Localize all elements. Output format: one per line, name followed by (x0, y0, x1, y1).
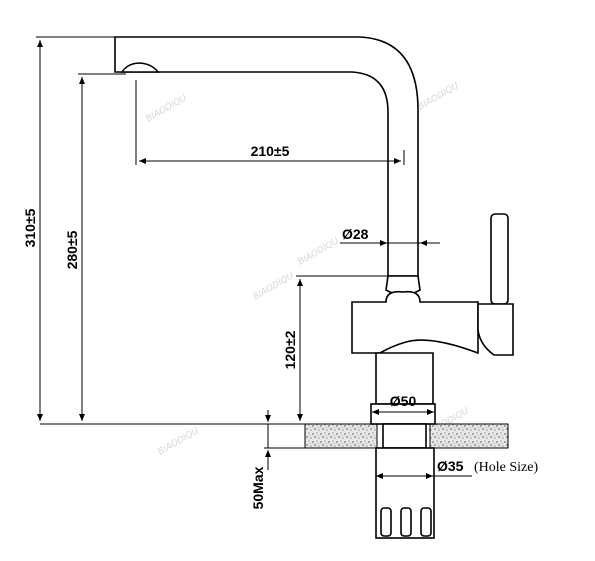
reach-label: 210±5 (251, 143, 290, 159)
watermark-text: BIAODIQU (417, 81, 462, 113)
countertop-right-section (429, 423, 509, 449)
body-height-label: 120±2 (282, 330, 298, 369)
hole-size-label: Ø35 (437, 458, 464, 474)
dimension-reach: 210±5 (135, 80, 405, 165)
spout-diameter-label: Ø28 (342, 226, 369, 242)
dimension-counter-thickness: 50Max (250, 410, 305, 509)
lever-handle (490, 213, 509, 305)
dimension-body-height: 120±2 (282, 275, 388, 421)
overall-height-label: 310±5 (22, 208, 38, 247)
dimension-hole-size: Ø35 (Hole Size) (376, 458, 538, 479)
dimension-spout-diameter: Ø28 (340, 226, 440, 246)
watermark-text: BIAODIQU (157, 426, 202, 458)
base-diameter-label: Ø50 (390, 393, 417, 409)
counter-thickness-label: 50Max (250, 466, 266, 509)
hose-connector (420, 507, 432, 537)
countertop (40, 423, 509, 449)
spout-height-label: 280±5 (64, 230, 80, 269)
countertop-left-section (304, 423, 378, 449)
watermark-text: BIAODIQU (145, 93, 190, 125)
watermark-text: BIAODIQU (297, 236, 342, 268)
hole-size-note: (Hole Size) (474, 460, 538, 475)
dimension-spout-height: 280±5 (64, 73, 126, 421)
dimension-base-diameter: Ø50 (372, 393, 434, 415)
mounting-shank (382, 423, 427, 449)
handle-base (477, 303, 514, 356)
watermark-text: BIAODIQU (252, 271, 297, 303)
valve-body (351, 290, 479, 355)
aerator-head (120, 62, 160, 73)
dimension-overall-height: 310±5 (22, 36, 115, 421)
hose-connector (380, 507, 392, 537)
hose-connector (400, 507, 412, 537)
